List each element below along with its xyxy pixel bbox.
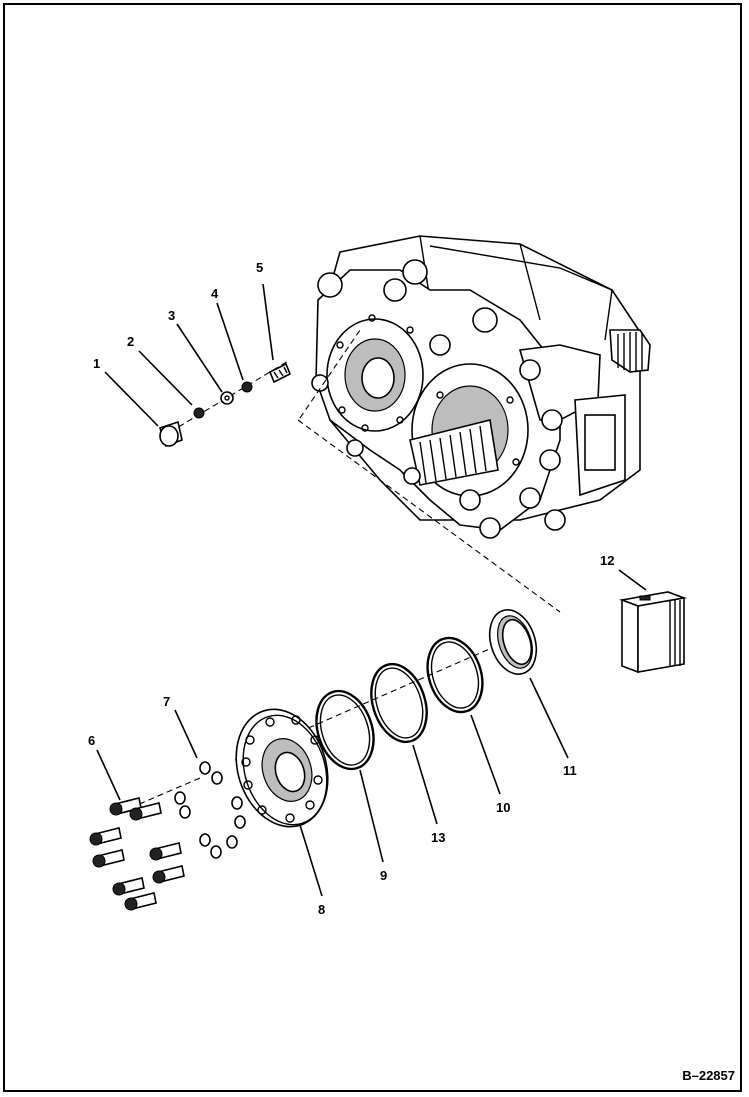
callout-6: 6 xyxy=(88,733,95,748)
part-8-flange xyxy=(235,708,329,828)
callout-1: 1 xyxy=(93,356,100,371)
part-13-o-ring xyxy=(370,662,428,744)
part-3-washer xyxy=(220,391,234,405)
part-12-kit-box xyxy=(618,591,688,674)
callout-10: 10 xyxy=(496,800,510,815)
part-2-nut xyxy=(193,407,205,419)
gearbox-housing xyxy=(311,235,651,539)
callout-8: 8 xyxy=(318,902,325,917)
part-7-washers xyxy=(174,761,246,859)
figure-reference: B–22857 xyxy=(682,1068,735,1083)
callout-5: 5 xyxy=(256,260,263,275)
callout-11: 11 xyxy=(563,763,577,778)
part-4-washer xyxy=(241,381,253,393)
part-5-fitting xyxy=(268,362,292,384)
callout-3: 3 xyxy=(168,308,175,323)
part-11-seal xyxy=(488,609,538,675)
callout-9: 9 xyxy=(380,868,387,883)
callout-leaders xyxy=(96,283,647,897)
callout-4: 4 xyxy=(211,286,219,301)
part-6-bolts xyxy=(89,797,185,911)
part-10-o-ring xyxy=(426,636,484,714)
housing-holes xyxy=(336,314,520,466)
diagram-frame xyxy=(3,3,742,1092)
callout-2: 2 xyxy=(127,334,134,349)
part-9-o-ring xyxy=(315,689,375,771)
part-1-cap xyxy=(158,420,183,448)
callout-12: 12 xyxy=(600,553,614,568)
callout-numbers: 1 2 3 4 5 6 7 8 9 10 11 12 13 xyxy=(88,260,614,917)
callout-7: 7 xyxy=(163,694,170,709)
housing-bolt-heads xyxy=(311,259,566,539)
callout-13: 13 xyxy=(431,830,445,845)
